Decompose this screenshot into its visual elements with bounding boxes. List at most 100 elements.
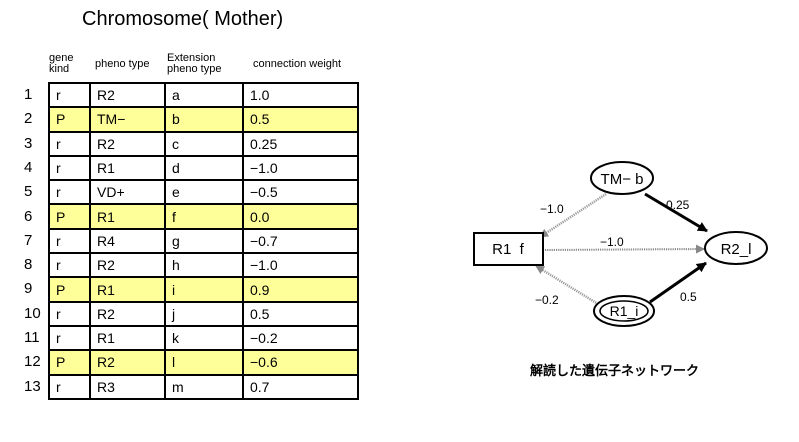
edge-label-r1i-r1f: −0.2	[535, 293, 559, 307]
gene-kind-cell: r	[48, 227, 91, 255]
gene-kind-cell: P	[48, 349, 91, 376]
extension-pheno-type-cell: b	[164, 106, 244, 133]
row-number: 3	[24, 134, 33, 152]
connection-weight-cell: 0.0	[242, 203, 359, 230]
connection-weight-cell: −0.6	[242, 349, 359, 376]
connection-weight-cell: −1.0	[242, 252, 359, 279]
extension-pheno-type-cell: f	[164, 203, 244, 230]
edge-tmb-to-r2l	[644, 192, 708, 233]
pheno-type-cell: TM−	[89, 106, 166, 133]
connection-weight-cell: −1.0	[242, 154, 359, 182]
page-title: Chromosome( Mother)	[82, 8, 284, 30]
network-caption: 解読した遺伝子ネットワーク	[530, 363, 700, 378]
gene-kind-cell: P	[48, 106, 91, 133]
extension-pheno-type-cell: g	[164, 227, 244, 255]
gene-kind-cell: r	[48, 373, 91, 400]
row-number: 5	[24, 183, 33, 201]
gene-kind-cell: P	[48, 276, 91, 303]
edge-r1i-to-r2l	[649, 261, 707, 304]
pheno-type-cell: R1	[89, 276, 166, 303]
pheno-type-cell: R2	[89, 81, 166, 109]
node-r1f: R1 f	[473, 232, 544, 266]
gene-kind-cell: r	[48, 300, 91, 327]
gene-kind-cell: r	[48, 81, 91, 109]
extension-pheno-type-cell: l	[164, 349, 244, 376]
pheno-type-cell: R1	[89, 154, 166, 182]
gene-kind-cell: r	[48, 130, 91, 157]
gene-kind-cell: r	[48, 324, 91, 352]
connection-weight-cell: −0.5	[242, 179, 359, 206]
pheno-type-cell: R1	[89, 324, 166, 352]
pheno-type-cell: VD+	[89, 179, 166, 206]
connection-weight-cell: 0.25	[242, 130, 359, 157]
edge-label-tmb-r2l: 0.25	[666, 198, 690, 212]
edge-label-r1f-r2l: −1.0	[600, 235, 624, 249]
row-number: 12	[24, 353, 41, 371]
extension-pheno-type-cell: e	[164, 179, 244, 206]
node-r1i-label: R1_i	[610, 303, 639, 319]
gene-kind-cell: r	[48, 154, 91, 182]
gene-kind-cell: P	[48, 203, 91, 230]
extension-pheno-type-cell: a	[164, 81, 244, 109]
extension-pheno-type-cell: i	[164, 276, 244, 303]
edge-label-r1i-r2l: 0.5	[680, 290, 697, 304]
connection-weight-cell: −0.2	[242, 324, 359, 352]
row-number: 2	[24, 110, 33, 128]
node-tmb-label: TM− b	[601, 171, 644, 188]
edge-r1f-to-r2l	[544, 244, 705, 254]
connection-weight-cell: 0.5	[242, 106, 359, 133]
node-r1f-label: R1 f	[492, 241, 525, 258]
row-number: 6	[24, 207, 33, 225]
row-number: 11	[24, 329, 40, 346]
pheno-type-cell: R3	[89, 373, 166, 400]
pheno-type-cell: R2	[89, 300, 166, 327]
row-number: 1	[24, 86, 33, 103]
pheno-type-cell: R1	[89, 203, 166, 230]
gene-kind-cell: r	[48, 179, 91, 206]
edge-label-tmb-r1f: −1.0	[540, 202, 564, 216]
extension-pheno-type-cell: m	[164, 373, 244, 400]
connection-weight-cell: 1.0	[242, 81, 359, 109]
connection-weight-cell: 0.5	[242, 300, 359, 327]
header-pheno-type: pheno type	[95, 58, 150, 70]
extension-pheno-type-cell: d	[164, 154, 244, 182]
row-number: 8	[24, 256, 33, 274]
header-connection-weight: connection weight	[253, 58, 342, 70]
connection-weight-cell: 0.9	[242, 276, 359, 303]
extension-pheno-type-cell: j	[164, 300, 244, 327]
pheno-type-cell: R2	[89, 130, 166, 157]
pheno-type-cell: R2	[89, 252, 166, 279]
node-tmb: TM− b	[590, 161, 654, 195]
edge-r1i-to-r1f	[535, 264, 599, 306]
extension-pheno-type-cell: c	[164, 130, 244, 157]
row-number: 7	[24, 231, 33, 249]
extension-pheno-type-cell: k	[164, 324, 244, 352]
row-number: 4	[24, 158, 33, 176]
row-number: 13	[24, 377, 41, 395]
header-extension-pheno-type: Extension pheno type	[167, 52, 222, 75]
row-number: 9	[24, 280, 33, 298]
pheno-type-cell: R4	[89, 227, 166, 255]
gene-kind-cell: r	[48, 252, 91, 279]
connection-weight-cell: 0.7	[242, 373, 359, 400]
pheno-type-cell: R2	[89, 349, 166, 376]
node-r1i: R1_i	[593, 295, 655, 327]
extension-pheno-type-cell: h	[164, 252, 244, 279]
row-number: 10	[24, 304, 41, 322]
connection-weight-cell: −0.7	[242, 227, 359, 255]
